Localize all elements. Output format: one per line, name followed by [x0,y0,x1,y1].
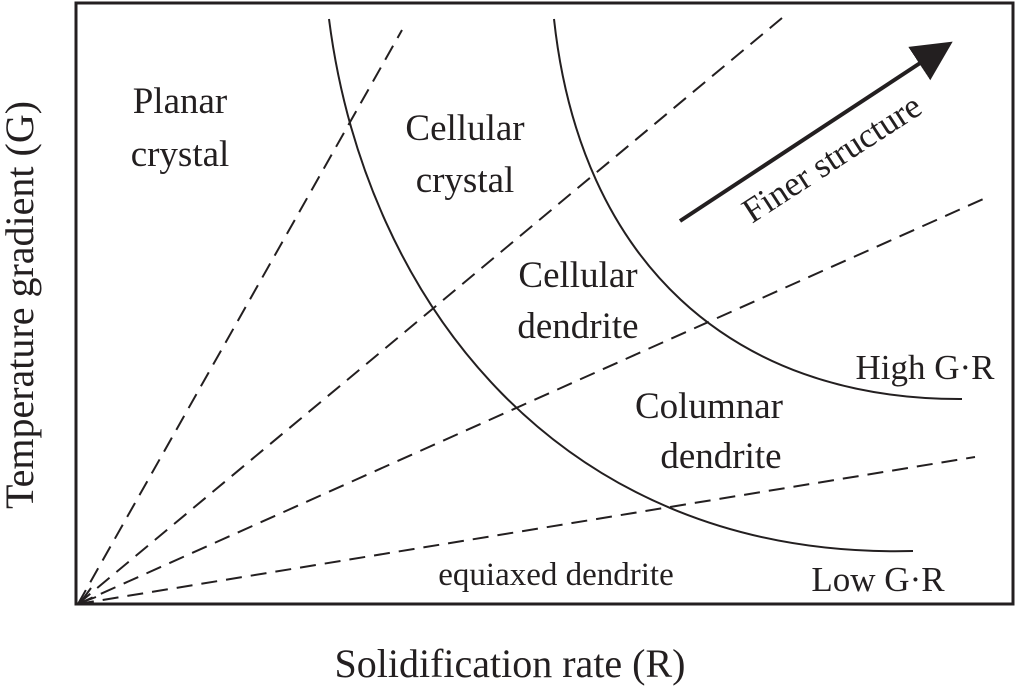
high-gr-label: High G·R [855,348,995,387]
gr-ratio-line-1 [77,29,403,605]
y-axis-label: Temperature gradient (G) [0,101,42,509]
gr-ratio-lines [77,17,991,605]
cellular-dendrite-label-line2: dendrite [517,306,638,347]
planar-label-line2: crystal [131,134,230,175]
cellular-crystal-label-line1: Cellular [405,108,524,149]
cellular-dendrite-label-line1: Cellular [518,255,637,296]
x-axis-label: Solidification rate (R) [334,641,685,686]
columnar-dendrite-label-line1: Columnar [635,386,783,427]
low-gr-label: Low G·R [811,560,945,599]
high-gr-curve [553,18,963,401]
gr-ratio-line-4 [77,456,976,605]
origin-arrow-tip [79,587,97,604]
finer-structure-arrow [678,41,953,223]
finer-structure-label: Finer structure [735,86,928,230]
cellular-crystal-label-line2: crystal [416,160,515,201]
plot-frame [74,1,1015,606]
equiaxed-dendrite-label: equiaxed dendrite [438,557,673,593]
gr-ratio-line-3 [77,195,991,605]
planar-label-line1: Planar [133,81,228,122]
gr-ratio-line-2 [77,17,783,605]
low-gr-curve [328,18,914,553]
columnar-dendrite-label-line2: dendrite [660,436,781,477]
